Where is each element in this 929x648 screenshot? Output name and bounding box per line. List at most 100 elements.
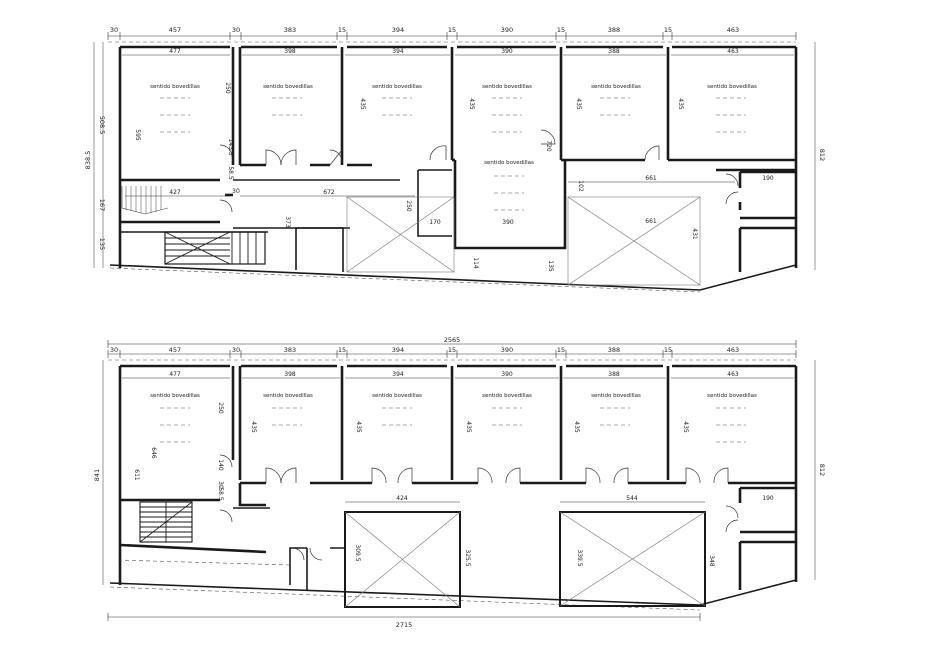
plan2-dim-6: 15: [448, 346, 456, 354]
plan2-d435-b: 435: [355, 421, 362, 433]
plan2-dim-10: 15: [664, 346, 672, 354]
plan1-d190: 190: [762, 175, 774, 182]
plan1-d250b: 250: [405, 200, 412, 212]
plan1-label-cell3: sentido bovedillas: [372, 84, 422, 90]
plan1-dim-10: 15: [664, 26, 672, 34]
plan2-cell6-width: 463: [727, 371, 739, 378]
plan2-dim-left: 841: [93, 469, 101, 481]
plan2-outer-walls: [108, 359, 798, 611]
plan2-d348: 348: [708, 555, 715, 567]
plan2-label-cell1: sentido bovedillas: [150, 393, 200, 399]
plan1-dim-167: 167: [98, 199, 106, 211]
plan1-cell6-width: 463: [727, 48, 739, 55]
plan2-dim-3: 383: [284, 346, 296, 354]
plan1-d427: 427: [169, 189, 181, 196]
plan2-dim-7: 390: [501, 346, 513, 354]
plan2-top-dimension-chain: 30 457 30 383 15 394 15 390 15 388 15 46…: [107, 346, 797, 358]
plan1-top-dimension-chain: 30 457 30 383 15 394 15 390 15 388 15 46…: [107, 26, 797, 40]
plan2-dim-9: 388: [608, 346, 620, 354]
plan1-dim-0: 30: [110, 26, 118, 34]
plan2-dim-4: 15: [338, 346, 346, 354]
plan2-cell3-width: 394: [392, 371, 404, 378]
plan1-cell-dims: 477 398 394 390 388 463: [122, 48, 794, 56]
plan2-d585: 58.5: [217, 487, 224, 501]
plan2-open-bays: [117, 511, 706, 608]
plan1-cell4-width: 390: [501, 48, 513, 55]
plan1-dim-7: 390: [501, 26, 513, 34]
plan1-d114: 114: [472, 257, 479, 269]
plan1-d170: 170: [429, 219, 441, 226]
plan1-label-cell4: sentido bovedillas: [482, 84, 532, 90]
plan1-d102: 102: [577, 180, 584, 192]
plan1-cell1-width: 477: [169, 48, 181, 55]
plan1-dim-4: 15: [338, 26, 346, 34]
plan2-label-cell4: sentido bovedillas: [482, 393, 532, 399]
plan2-dim-11: 463: [727, 346, 739, 354]
plan2-cell2-width: 398: [284, 371, 296, 378]
plan1-d1433: 143.3: [227, 138, 234, 155]
plan1-d435-c: 435: [575, 98, 582, 110]
plan2-overall-width: 2565: [444, 336, 461, 344]
plan2-dim-8: 15: [557, 346, 565, 354]
plan2-d190: 190: [762, 495, 774, 502]
plan1-dim-8: 15: [557, 26, 565, 34]
plan-1: 30 457 30 383 15 394 15 390 15 388 15 46…: [84, 26, 826, 293]
plan1-d672: 672: [323, 189, 335, 196]
plan1-inner-dims: 595 250 143.3 58.5 30 427 672 373 250 17…: [125, 82, 774, 272]
plan2-bottom-dimension: 2715: [107, 613, 701, 629]
plan2-staircase: [139, 501, 193, 543]
plan-2: 2565 30 457 30 383 15 394 15 390: [93, 336, 826, 629]
plan2-overall-dim: 2565: [107, 336, 797, 348]
plan2-d3095: 309.5: [354, 544, 361, 561]
plan2-cell-walls: [119, 366, 796, 608]
plan2-d435-a: 435: [250, 421, 257, 433]
plan1-cell3-width: 394: [392, 48, 404, 55]
plan2-dim-0: 30: [110, 346, 118, 354]
plan1-dim-right: 812: [818, 149, 826, 161]
plan1-outer-walls: [108, 41, 798, 293]
plan2-inner-dims: 250 646 611 140 58.5 30 435 435 435 435 …: [133, 402, 774, 567]
plan1-d250: 250: [224, 82, 231, 94]
plan1-dim-5: 394: [392, 26, 404, 34]
plan1-d435-d: 435: [677, 98, 684, 110]
plan1-d720: 720: [545, 140, 552, 152]
plan1-dim-total-height: 838.5: [84, 151, 92, 170]
plan1-dim-11: 463: [727, 26, 739, 34]
plan2-label-cell3: sentido bovedillas: [372, 393, 422, 399]
plan1-dim-6: 15: [448, 26, 456, 34]
plan2-dim-right: 812: [818, 464, 826, 476]
plan1-dim-9: 388: [608, 26, 620, 34]
plan1-label-cell1: sentido bovedillas: [150, 84, 200, 90]
plan2-cell1-width: 477: [169, 371, 181, 378]
plan2-d3395: 339.5: [576, 549, 583, 566]
plan2-d250: 250: [217, 402, 224, 414]
plan1-d435-b: 435: [468, 98, 475, 110]
plan1-dim-1: 457: [169, 26, 181, 34]
plan1-label-cell6: sentido bovedillas: [707, 84, 757, 90]
plan2-d140: 140: [217, 459, 224, 471]
plan2-d646: 646: [150, 447, 157, 459]
plan1-side-dimensions: 838.5 508.5 167 135 812: [84, 42, 826, 270]
plan1-dim-3: 383: [284, 26, 296, 34]
plan2-overall-bottom: 2715: [396, 621, 413, 629]
plan1-label-cell5: sentido bovedillas: [591, 84, 641, 90]
plan1-d431: 431: [691, 228, 698, 240]
plan2-d435-c: 435: [465, 421, 472, 433]
plan2-cell-labels: sentido bovedillas sentido bovedillas se…: [150, 393, 757, 443]
plan1-d661a: 661: [645, 175, 657, 182]
plan1-open-bays: [346, 196, 701, 286]
plan1-d30: 30: [232, 188, 240, 195]
plan2-d30: 30: [217, 481, 224, 489]
plan1-label-cell2: sentido bovedillas: [263, 84, 313, 90]
plan2-d3255: 325.5: [464, 549, 471, 566]
plan1-d661b: 661: [645, 218, 657, 225]
plan1-d135: 135: [547, 260, 554, 272]
plan1-staircase: [121, 186, 266, 265]
plan2-dim-1: 457: [169, 346, 181, 354]
plan1-d585: 58.5: [227, 166, 234, 180]
plan2-label-cell6: sentido bovedillas: [707, 393, 757, 399]
plan2-d435-d: 435: [573, 421, 580, 433]
plan2-dim-2: 30: [232, 346, 240, 354]
plan1-d373: 373: [284, 216, 291, 228]
